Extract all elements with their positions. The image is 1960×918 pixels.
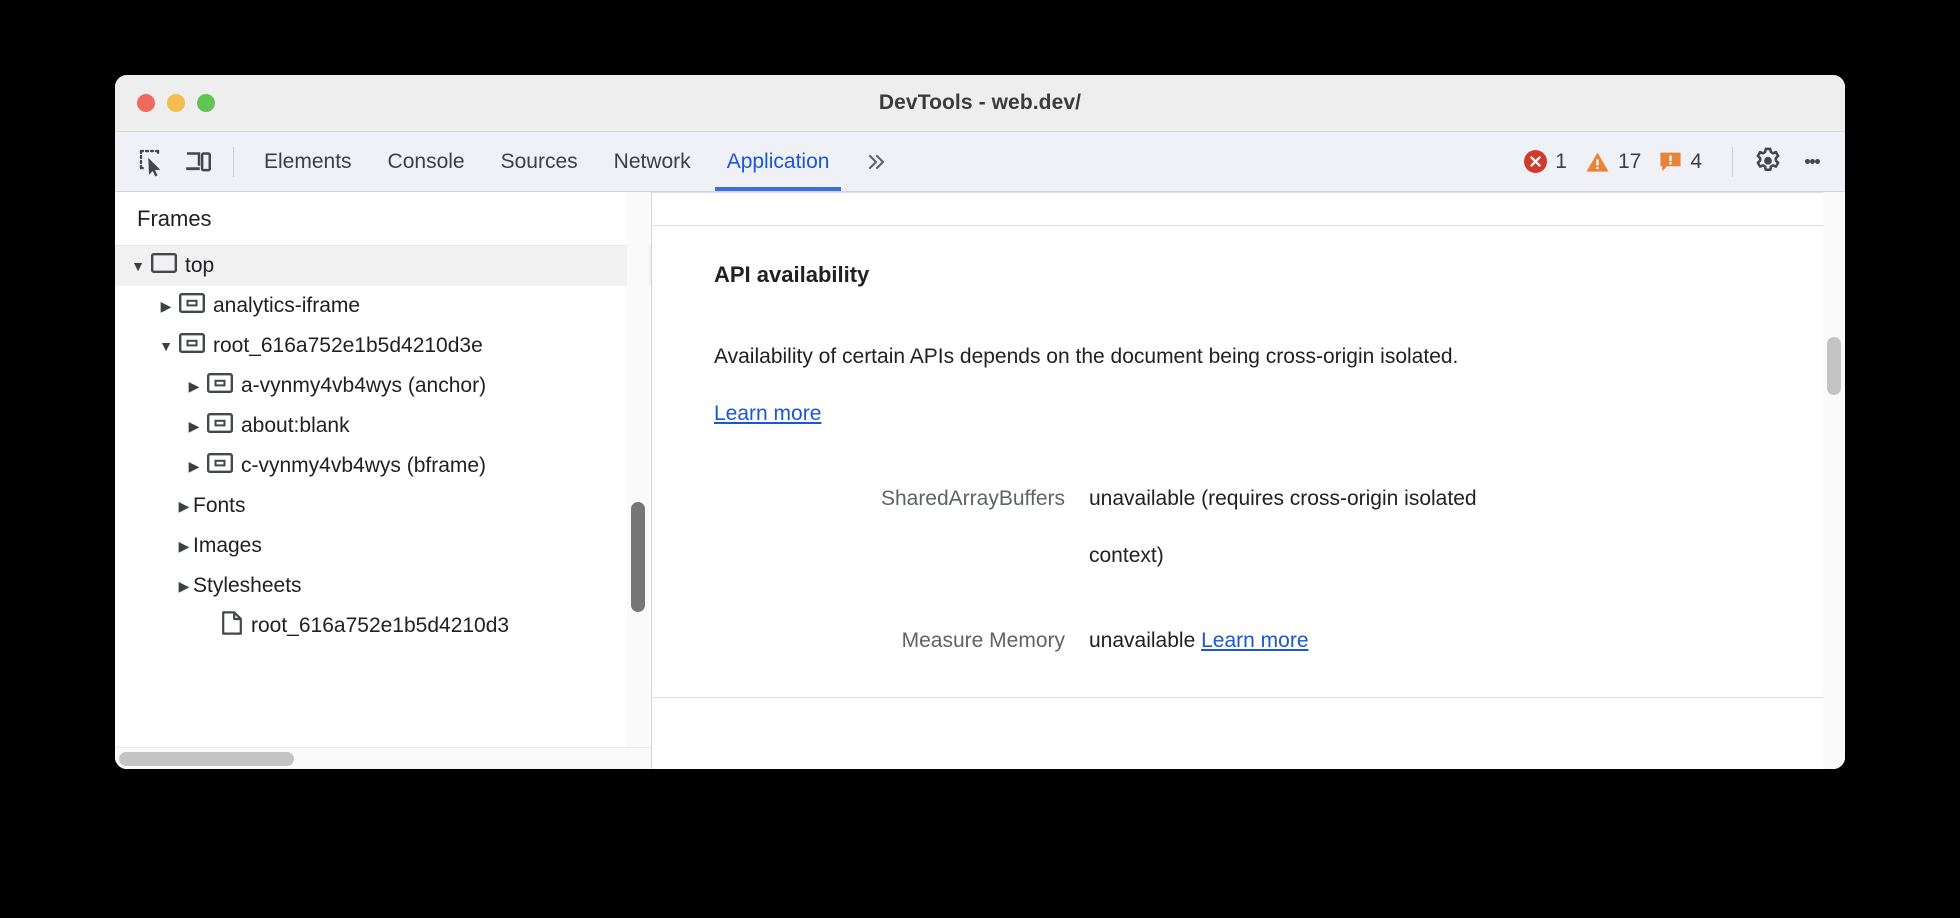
tree-item-label: Images (193, 534, 262, 558)
frames-sidebar: Frames ▼ top ▶ (115, 192, 652, 769)
window-title: DevTools - web.dev/ (115, 91, 1845, 115)
chevron-down-icon[interactable]: ▼ (129, 258, 147, 274)
tree-item-label: a-vynmy4vb4wys (anchor) (241, 374, 486, 398)
tree-item-top[interactable]: ▼ top (115, 246, 651, 286)
tree-item-bframe[interactable]: ▶ c-vynmy4vb4wys (bframe) (115, 446, 651, 486)
warning-count-button[interactable]: 17 (1585, 150, 1641, 174)
learn-more-link-availability[interactable]: Learn more (714, 402, 821, 425)
application-main-panel: API availability Availability of certain… (652, 192, 1845, 769)
chevron-right-icon[interactable]: ▶ (175, 498, 193, 515)
tree-item-label: Fonts (193, 494, 246, 518)
status-indicators: 1 17 (1524, 139, 1845, 185)
sidebar-vertical-scrollbar-thumb[interactable] (631, 502, 645, 612)
main-vertical-scrollbar-thumb[interactable] (1827, 337, 1841, 395)
issue-icon (1659, 150, 1682, 174)
tree-item-root-document[interactable]: ▶ root_616a752e1b5d4210d3 (115, 606, 651, 646)
devtools-toolbar: Elements Console Sources Network Applica… (115, 132, 1845, 192)
chevron-down-icon[interactable]: ▼ (157, 338, 175, 354)
tree-item-anchor-frame[interactable]: ▶ a-vynmy4vb4wys (anchor) (115, 366, 651, 406)
row-status-text: unavailable (1089, 629, 1195, 652)
tree-item-label: about:blank (241, 414, 350, 438)
main-vertical-scrollbar[interactable] (1823, 192, 1845, 769)
sidebar-vertical-scrollbar[interactable] (627, 192, 649, 769)
iframe-icon (179, 333, 205, 359)
tree-item-root-frame[interactable]: ▼ root_616a752e1b5d4210d3e (115, 326, 651, 366)
tab-elements[interactable]: Elements (246, 132, 370, 191)
tree-item-label: analytics-iframe (213, 294, 360, 318)
more-dot (1815, 159, 1820, 164)
chevron-right-icon[interactable]: ▶ (185, 458, 203, 475)
frames-tree: ▼ top ▶ an (115, 246, 651, 646)
chevron-right-icon[interactable]: ▶ (157, 298, 175, 315)
frame-icon (151, 253, 177, 279)
row-label-shared-array-buffers: SharedArrayBuffers (714, 470, 1089, 584)
more-dot (1810, 159, 1815, 164)
row-measure-memory: Measure Memory unavailable Learn more (714, 612, 1845, 669)
tree-item-stylesheets[interactable]: ▶ Stylesheets (115, 566, 651, 606)
sidebar-header-frames: Frames (115, 192, 651, 246)
chevron-right-icon[interactable]: ▶ (175, 538, 193, 555)
more-dot (1805, 159, 1810, 164)
tab-console[interactable]: Console (370, 132, 483, 191)
sidebar-horizontal-scrollbar-thumb[interactable] (119, 752, 294, 766)
row-status-text: unavailable (1089, 487, 1195, 510)
traffic-lights (137, 94, 215, 112)
learn-more-link-measure-memory[interactable]: Learn more (1201, 629, 1308, 652)
tree-item-label: c-vynmy4vb4wys (bframe) (241, 454, 486, 478)
chevron-right-icon[interactable]: ▶ (185, 418, 203, 435)
iframe-icon (207, 453, 233, 479)
error-count: 1 (1555, 150, 1567, 174)
more-vertical-icon[interactable] (1795, 139, 1829, 185)
api-availability-description: Availability of certain APIs depends on … (714, 328, 1504, 442)
device-toolbar-icon[interactable] (175, 139, 221, 185)
iframe-icon (207, 373, 233, 399)
minimize-window-button[interactable] (167, 94, 185, 112)
tree-item-label: root_616a752e1b5d4210d3 (251, 614, 509, 638)
tab-sources[interactable]: Sources (483, 132, 596, 191)
tab-application[interactable]: Application (709, 132, 848, 191)
api-description-text: Availability of certain APIs depends on … (714, 345, 1458, 368)
zoom-window-button[interactable] (197, 94, 215, 112)
chevron-right-icon[interactable]: ▶ (185, 378, 203, 395)
tree-item-images[interactable]: ▶ Images (115, 526, 651, 566)
row-label-measure-memory: Measure Memory (714, 612, 1089, 669)
issue-count: 4 (1690, 150, 1702, 174)
sidebar-horizontal-scrollbar[interactable] (115, 747, 651, 769)
devtools-window: DevTools - web.dev/ Elements Console (115, 75, 1845, 769)
warning-icon (1585, 151, 1610, 173)
panel-top-strip (652, 192, 1845, 226)
error-count-button[interactable]: 1 (1524, 150, 1567, 174)
tree-item-about-blank[interactable]: ▶ about:blank (115, 406, 651, 446)
toolbar-divider (233, 147, 234, 177)
tree-item-analytics-iframe[interactable]: ▶ analytics-iframe (115, 286, 651, 326)
inspect-element-icon[interactable] (129, 139, 175, 185)
tree-item-label: root_616a752e1b5d4210d3e (213, 334, 483, 358)
row-shared-array-buffers: SharedArrayBuffers unavailable (requires… (714, 470, 1845, 584)
row-value-measure-memory: unavailable Learn more (1089, 612, 1519, 669)
more-tabs-chevron-icon[interactable] (847, 150, 907, 174)
window-titlebar: DevTools - web.dev/ (115, 75, 1845, 132)
api-availability-card: API availability Availability of certain… (652, 226, 1845, 698)
tab-network[interactable]: Network (596, 132, 709, 191)
iframe-icon (179, 293, 205, 319)
warning-count: 17 (1618, 150, 1641, 174)
tree-item-label: Stylesheets (193, 574, 302, 598)
chevron-right-icon[interactable]: ▶ (175, 578, 193, 595)
gear-icon[interactable] (1745, 139, 1791, 185)
document-icon (221, 611, 243, 641)
issue-count-button[interactable]: 4 (1659, 150, 1702, 174)
close-window-button[interactable] (137, 94, 155, 112)
row-value-shared-array-buffers: unavailable (requires cross-origin isola… (1089, 470, 1519, 584)
status-divider (1732, 147, 1733, 177)
devtools-body: Frames ▼ top ▶ (115, 192, 1845, 769)
api-availability-heading: API availability (714, 262, 1845, 288)
error-icon (1524, 150, 1547, 173)
tree-item-label: top (185, 254, 214, 278)
tree-item-fonts[interactable]: ▶ Fonts (115, 486, 651, 526)
iframe-icon (207, 413, 233, 439)
